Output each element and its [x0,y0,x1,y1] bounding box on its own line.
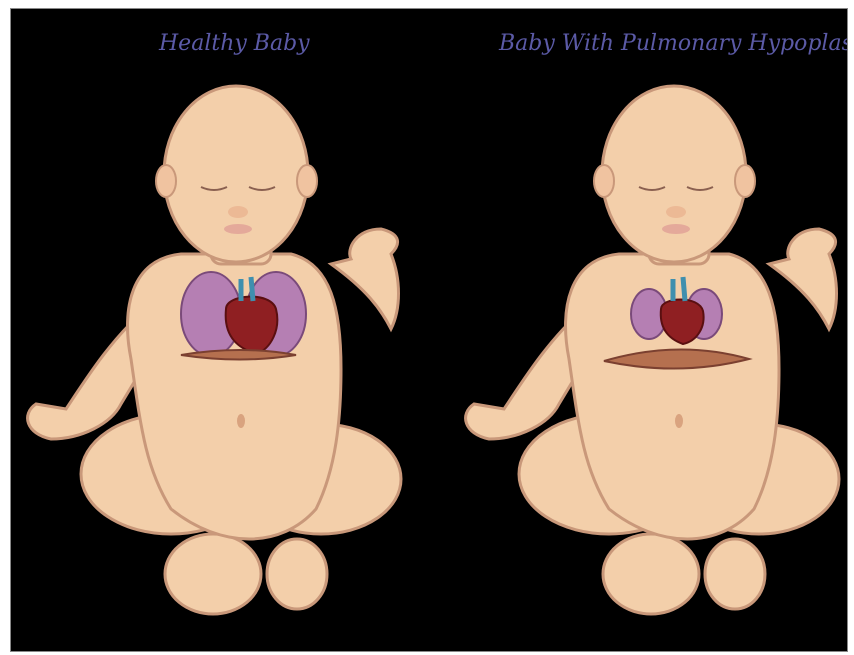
comparison-illustration [11,9,848,652]
healthy-baby [28,86,401,614]
illustration-frame: Healthy Baby Baby With Pulmonary Hypopla… [10,8,848,652]
hypoplasia-baby [466,86,839,614]
